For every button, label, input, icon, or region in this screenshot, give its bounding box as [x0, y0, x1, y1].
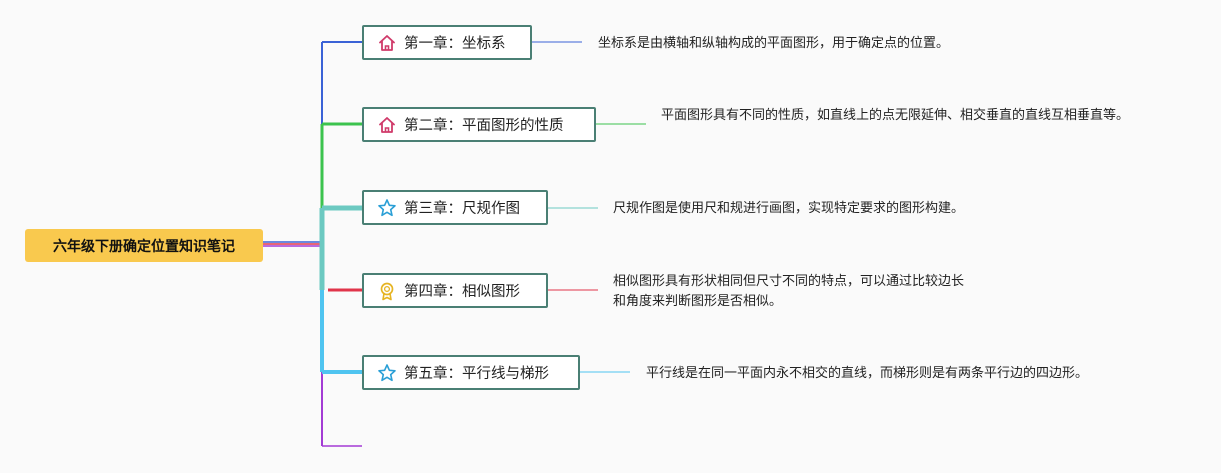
chapter-note-5: 平行线是在同一平面内永不相交的直线，而梯形则是有两条平行边的四边形。 [646, 366, 1089, 381]
chapter-label: 第三章：尺规作图 [404, 201, 520, 217]
home-icon [376, 32, 398, 54]
chapter-label: 第五章：平行线与梯形 [404, 366, 549, 382]
chapter-node-1[interactable]: 第一章：坐标系 [362, 25, 532, 60]
chapter-label: 第一章：坐标系 [404, 36, 506, 52]
chapter-note-1: 坐标系是由横轴和纵轴构成的平面图形，用于确定点的位置。 [598, 36, 950, 51]
chapter-note-2: 平面图形具有不同的性质，如直线上的点无限延伸、相交垂直的直线互相垂直等。 [661, 108, 1130, 123]
chapter-node-5[interactable]: 第五章：平行线与梯形 [362, 355, 580, 390]
chapter-note-4: 相似图形具有形状相同但尺寸不同的特点，可以通过比较边长和角度来判断图形是否相似。 [613, 274, 965, 309]
star-icon [376, 197, 398, 219]
root-topic[interactable]: 六年级下册确定位置知识笔记 [25, 229, 263, 262]
chapter-node-2[interactable]: 第二章：平面图形的性质 [362, 107, 596, 142]
chapter-label: 第二章：平面图形的性质 [404, 118, 564, 134]
chapter-note-3: 尺规作图是使用尺和规进行画图，实现特定要求的图形构建。 [613, 201, 965, 216]
award-icon [376, 280, 398, 302]
star-icon [376, 362, 398, 384]
home-icon [376, 114, 398, 136]
chapter-node-4[interactable]: 第四章：相似图形 [362, 273, 548, 308]
root-label: 六年级下册确定位置知识笔记 [53, 238, 235, 255]
chapter-node-3[interactable]: 第三章：尺规作图 [362, 190, 548, 225]
chapter-label: 第四章：相似图形 [404, 284, 520, 300]
